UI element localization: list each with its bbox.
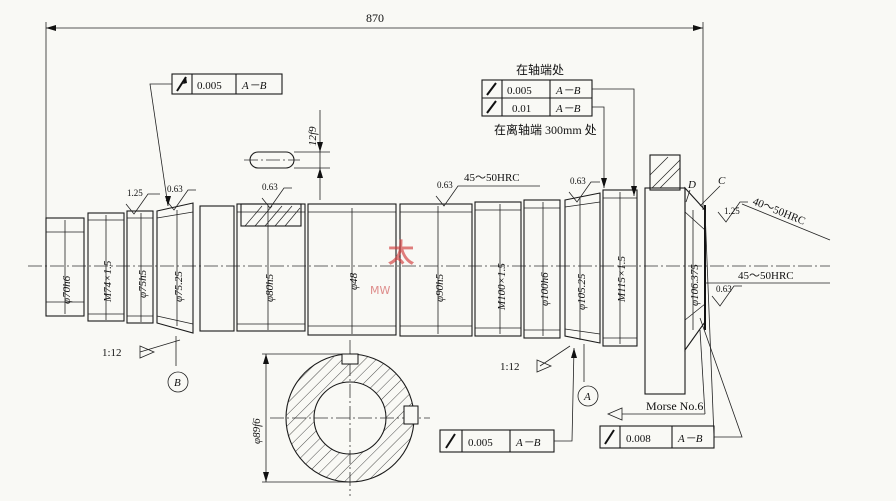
diameter-dimensions bbox=[64, 192, 694, 344]
tol-top2-datum: A－B bbox=[555, 103, 581, 115]
tol-bottom-datum: A－B bbox=[515, 437, 541, 449]
watermark-sub: MW bbox=[370, 284, 390, 297]
rough-5: 0.63 bbox=[570, 176, 586, 186]
tol-frame-bottom bbox=[439, 347, 577, 453]
rough-3: 0.63 bbox=[262, 182, 278, 192]
rough-7: 0.63 bbox=[716, 284, 732, 294]
tol-top1-datum: A－B bbox=[555, 85, 581, 97]
morse-text: Morse No.6 bbox=[646, 399, 703, 413]
dim-m74: M74×1.5 bbox=[102, 260, 114, 303]
overall-dimension: 870 bbox=[45, 11, 704, 220]
taper-left bbox=[139, 336, 189, 393]
watermark: 太 bbox=[388, 239, 415, 269]
tol-frame-top bbox=[481, 79, 637, 196]
datum-b: B bbox=[174, 377, 181, 389]
dim-d90: φ90h5 bbox=[434, 273, 446, 302]
keyway-dim: 12f9 bbox=[307, 126, 319, 146]
keyway-detail bbox=[244, 110, 330, 200]
overall-length-text: 870 bbox=[366, 11, 384, 25]
tol-morse-datum: A－B bbox=[677, 433, 703, 445]
tol-top1-value: 0.005 bbox=[507, 85, 532, 97]
label-d: D bbox=[687, 179, 696, 191]
dim-d7525: φ75.25 bbox=[173, 271, 185, 302]
tol-bottom-value: 0.005 bbox=[468, 437, 493, 449]
taper-left-text: 1:12 bbox=[102, 347, 122, 359]
tol-morse-value: 0.008 bbox=[626, 433, 651, 445]
taper-right bbox=[536, 344, 599, 407]
rough-6: 1.25 bbox=[724, 206, 740, 216]
note-shaft-end: 在轴端处 bbox=[516, 62, 564, 77]
dim-d89: φ89f6 bbox=[251, 418, 263, 444]
note-300mm: 在离轴端 300mm 处 bbox=[494, 122, 597, 137]
rough-4: 0.63 bbox=[437, 180, 453, 190]
label-c: C bbox=[718, 175, 726, 187]
hardness-2-leader bbox=[741, 203, 831, 241]
rough-2: 0.63 bbox=[167, 184, 183, 194]
morse-callout bbox=[599, 209, 743, 449]
hardness-1: 45～50HRC bbox=[464, 172, 520, 184]
taper-right-text: 1:12 bbox=[500, 361, 520, 373]
dim-d48: φ48 bbox=[348, 272, 360, 290]
roughness-symbols bbox=[125, 181, 748, 307]
shaft-outline bbox=[45, 154, 706, 395]
dim-d80: φ80h5 bbox=[264, 273, 276, 302]
dim-m100: M100×1.5 bbox=[496, 263, 508, 311]
hardness-2: 40～50HRC bbox=[751, 196, 807, 228]
tol-left-value: 0.005 bbox=[197, 80, 222, 92]
dim-d70: φ70h6 bbox=[61, 275, 73, 304]
tol-left-datum: A－B bbox=[241, 80, 267, 92]
tol-frame-left bbox=[149, 73, 283, 207]
dim-m115: M115×1.5 bbox=[616, 255, 628, 303]
rough-1: 1.25 bbox=[127, 188, 143, 198]
dim-d106: φ106.375 bbox=[689, 264, 701, 306]
dim-d75h5: φ75h5 bbox=[137, 269, 149, 298]
hardness-3: 45～50HRC bbox=[738, 270, 794, 282]
tol-top2-value: 0.01 bbox=[512, 103, 531, 115]
datum-a: A bbox=[583, 391, 591, 403]
dim-d100: φ100h6 bbox=[539, 272, 551, 306]
dim-d10525: φ105.25 bbox=[576, 273, 588, 310]
cross-section bbox=[262, 340, 430, 496]
